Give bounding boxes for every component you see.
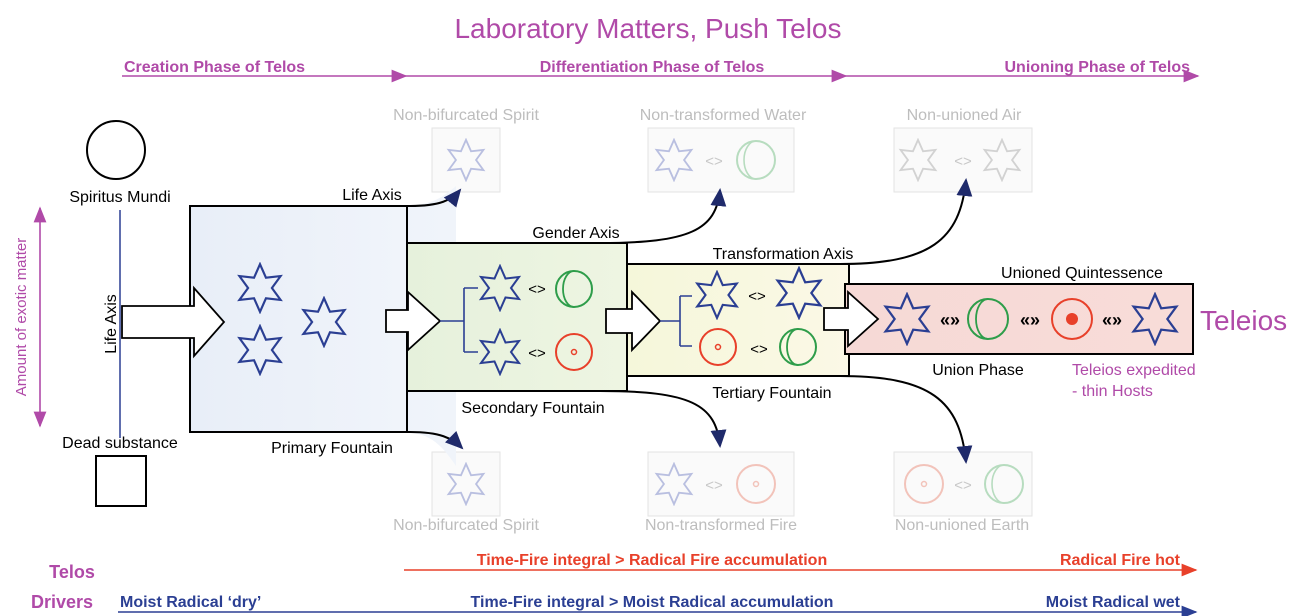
life-axis-curve [190,188,462,208]
differentiation-phase-label: Differentiation Phase of Telos [540,59,765,76]
fire-mid-label: Time-Fire integral > Radical Fire accumu… [477,552,827,569]
fire-circle-icon [1051,298,1093,340]
union-swap-symbol: «» [1020,310,1040,330]
secondary-fountain-curve [407,390,727,448]
swap-symbol: <> [748,288,766,305]
union-swap-symbol: «» [1102,310,1122,330]
transformation-axis-curve [627,178,973,265]
faded-swap-symbol: <> [705,477,723,494]
secondary-fountain-label: Secondary Fountain [461,400,604,417]
primary-box [189,205,408,433]
faded-bottom-1-box [431,451,501,517]
spiritus-circle-icon [86,120,146,180]
transformation-axis-label: Transformation Axis [713,246,854,263]
branch-bracket [660,295,692,347]
secondary-block-arrow [385,289,442,353]
fire-circle-icon [555,333,593,371]
life-axis-label: Life Axis [342,187,402,204]
unioned-quintessence-box [844,283,1194,355]
faded-fire-icon [904,464,944,504]
swap-symbol: <> [528,281,546,298]
moist-start-label: Moist Radical ‘dry’ [120,594,261,611]
faded-top-3-label: Non-unioned Air [907,107,1022,124]
teleios-label: Teleios [1200,305,1287,336]
moist-end-label: Moist Radical wet [1046,594,1181,611]
tertiary-block-arrow [605,289,662,353]
faded-bottom-2-box [647,451,795,517]
swap-symbol: <> [750,341,768,358]
faded-top-2-label: Non-transformed Water [640,107,807,124]
primary-fountain-curve [190,431,464,450]
faded-bottom-2-label: Non-transformed Fire [645,517,797,534]
union-phase-label: Union Phase [932,362,1024,379]
faded-top-3-box [893,127,1033,193]
tertiary-fountain-label: Tertiary Fountain [712,385,831,402]
dead-substance-square-icon [95,455,147,507]
thin-hosts-label: - thin Hosts [1072,383,1153,400]
faded-swap-symbol: <> [954,477,972,494]
gender-axis-label: Gender Axis [532,225,619,242]
faded-top-1-label: Non-bifurcated Spirit [393,107,539,124]
faded-bottom-1-label: Non-bifurcated Spirit [393,517,539,534]
faded-swap-symbol: <> [954,153,972,170]
primary-fountain-label: Primary Fountain [271,440,393,457]
faded-top-1-box [431,127,501,193]
fire-end-label: Radical Fire hot [1060,552,1181,569]
swap-symbol: <> [528,345,546,362]
dead-substance-label: Dead substance [62,435,178,452]
branch-bracket [440,287,478,353]
union-block-arrow [823,289,880,349]
tertiary-fountain-curve [627,375,973,464]
diagram-title: Laboratory Matters, Push Telos [454,13,841,44]
secondary-box [406,242,628,392]
union-swap-symbol: «» [940,310,960,330]
faded-fire-icon [736,464,776,504]
spiritus-mundi-label: Spiritus Mundi [69,189,170,206]
fire-circle-icon [699,328,737,366]
faded-swap-symbol: <> [705,153,723,170]
life-axis-vertical-label: Life Axis [103,294,120,354]
unioned-quintessence-label: Unioned Quintessence [1001,265,1163,282]
faded-top-2-box [647,127,795,193]
faded-bottom-3-label: Non-unioned Earth [895,517,1029,534]
gender-axis-curve [407,188,727,244]
moist-mid-label: Time-Fire integral > Moist Radical accum… [471,594,834,611]
exotic-matter-label: Amount of exotic matter [13,238,30,396]
telos-drivers-label-2: Drivers [31,592,93,612]
teleios-expedited-label: Teleios expedited [1072,362,1196,379]
telos-drivers-label-1: Telos [49,562,95,582]
input-block-arrow [121,285,226,359]
unioning-phase-label: Unioning Phase of Telos [1005,59,1191,76]
creation-phase-label: Creation Phase of Telos [124,59,305,76]
